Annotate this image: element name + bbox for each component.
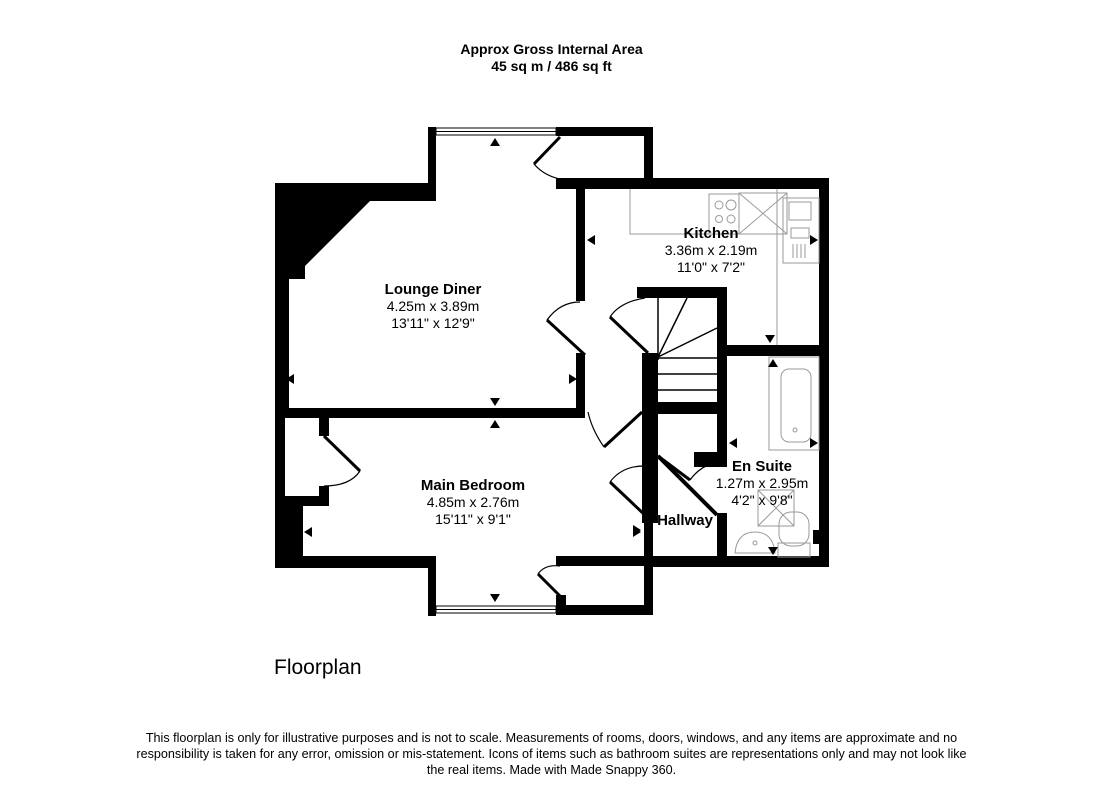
room-imperial: 13'11" x 12'9": [391, 315, 475, 331]
area-header: Approx Gross Internal Area 45 sq m / 486…: [0, 41, 1103, 75]
room-metric: 3.36m x 2.19m: [664, 242, 758, 258]
room-hallway: Hallway: [657, 512, 713, 529]
room-imperial: 11'0" x 7'2": [677, 259, 745, 275]
measurement-arrows: [286, 138, 818, 602]
room-en-suite: En Suite 1.27m x 2.95m 4'2" x 9'8": [716, 458, 809, 509]
area-value: 45 sq m / 486 sq ft: [491, 58, 612, 74]
room-metric: 4.25m x 3.89m: [386, 298, 480, 314]
floor-title: Floorplan: [274, 656, 362, 679]
room-kitchen: Kitchen 3.36m x 2.19m 11'0" x 7'2": [665, 225, 758, 276]
area-title: Approx Gross Internal Area: [460, 41, 643, 57]
room-main-bedroom: Main Bedroom 4.85m x 2.76m 15'11" x 9'1": [421, 477, 525, 528]
room-name: En Suite: [731, 458, 793, 475]
room-imperial: 15'11" x 9'1": [435, 511, 511, 527]
room-name: Hallway: [657, 512, 713, 529]
room-metric: 1.27m x 2.95m: [715, 475, 809, 491]
windows: [435, 127, 557, 614]
room-lounge-diner: Lounge Diner 4.25m x 3.89m 13'11" x 12'9…: [385, 281, 482, 332]
room-metric: 4.85m x 2.76m: [426, 494, 520, 510]
stairs: [657, 297, 718, 391]
doors: [322, 135, 719, 598]
room-name: Kitchen: [683, 225, 739, 242]
room-name: Main Bedroom: [420, 477, 526, 494]
room-imperial: 4'2" x 9'8": [731, 492, 793, 508]
walls: [275, 127, 829, 616]
bathroom-fixtures: [734, 356, 820, 558]
disclaimer-text: This floorplan is only for illustrative …: [136, 731, 967, 777]
kitchen-fixtures: [629, 189, 820, 345]
room-name: Lounge Diner: [384, 281, 482, 298]
